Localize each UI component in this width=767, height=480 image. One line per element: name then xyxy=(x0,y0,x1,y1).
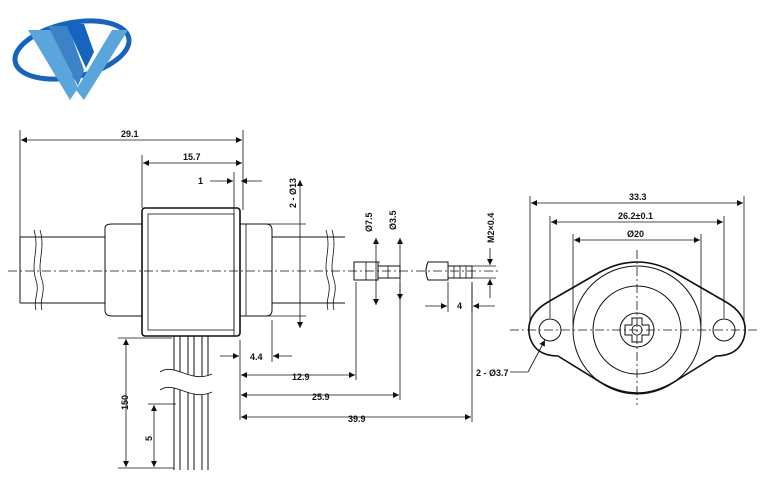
dim-thread-length: 4 xyxy=(457,301,462,311)
dim-lead-strip: 5 xyxy=(144,436,154,441)
front-dimensions xyxy=(510,196,745,373)
front-view xyxy=(510,250,760,405)
dim-hole-spacing: 26.2±0.1 xyxy=(618,211,653,221)
dim-offset-3: 25.9 xyxy=(312,392,330,402)
dim-offset-1: 4.4 xyxy=(250,352,263,362)
dim-thread: M2×0.4 xyxy=(486,213,496,243)
dim-hole-diameter: 2 - Ø3.7 xyxy=(476,368,509,378)
dim-mounting-diameter: 2 - Ø13 xyxy=(288,178,298,208)
dim-offset-4: 39.9 xyxy=(348,414,366,424)
dim-lead-length: 150 xyxy=(120,395,130,410)
side-dimensions xyxy=(19,130,496,469)
lead-wires xyxy=(159,336,213,470)
side-view xyxy=(8,207,500,470)
dim-body-length: 15.7 xyxy=(183,152,201,162)
dim-boss-diameter: Ø20 xyxy=(627,229,644,239)
dim-flange-width: 33.3 xyxy=(629,192,647,202)
dim-overall-length: 29.1 xyxy=(121,129,139,139)
dim-flange-thickness: 1 xyxy=(198,176,203,186)
dim-offset-2: 12.9 xyxy=(292,372,310,382)
company-logo xyxy=(12,18,132,100)
dim-shaft-diameter-2: Ø3.5 xyxy=(388,210,398,230)
dim-shaft-diameter-1: Ø7.5 xyxy=(364,212,374,232)
